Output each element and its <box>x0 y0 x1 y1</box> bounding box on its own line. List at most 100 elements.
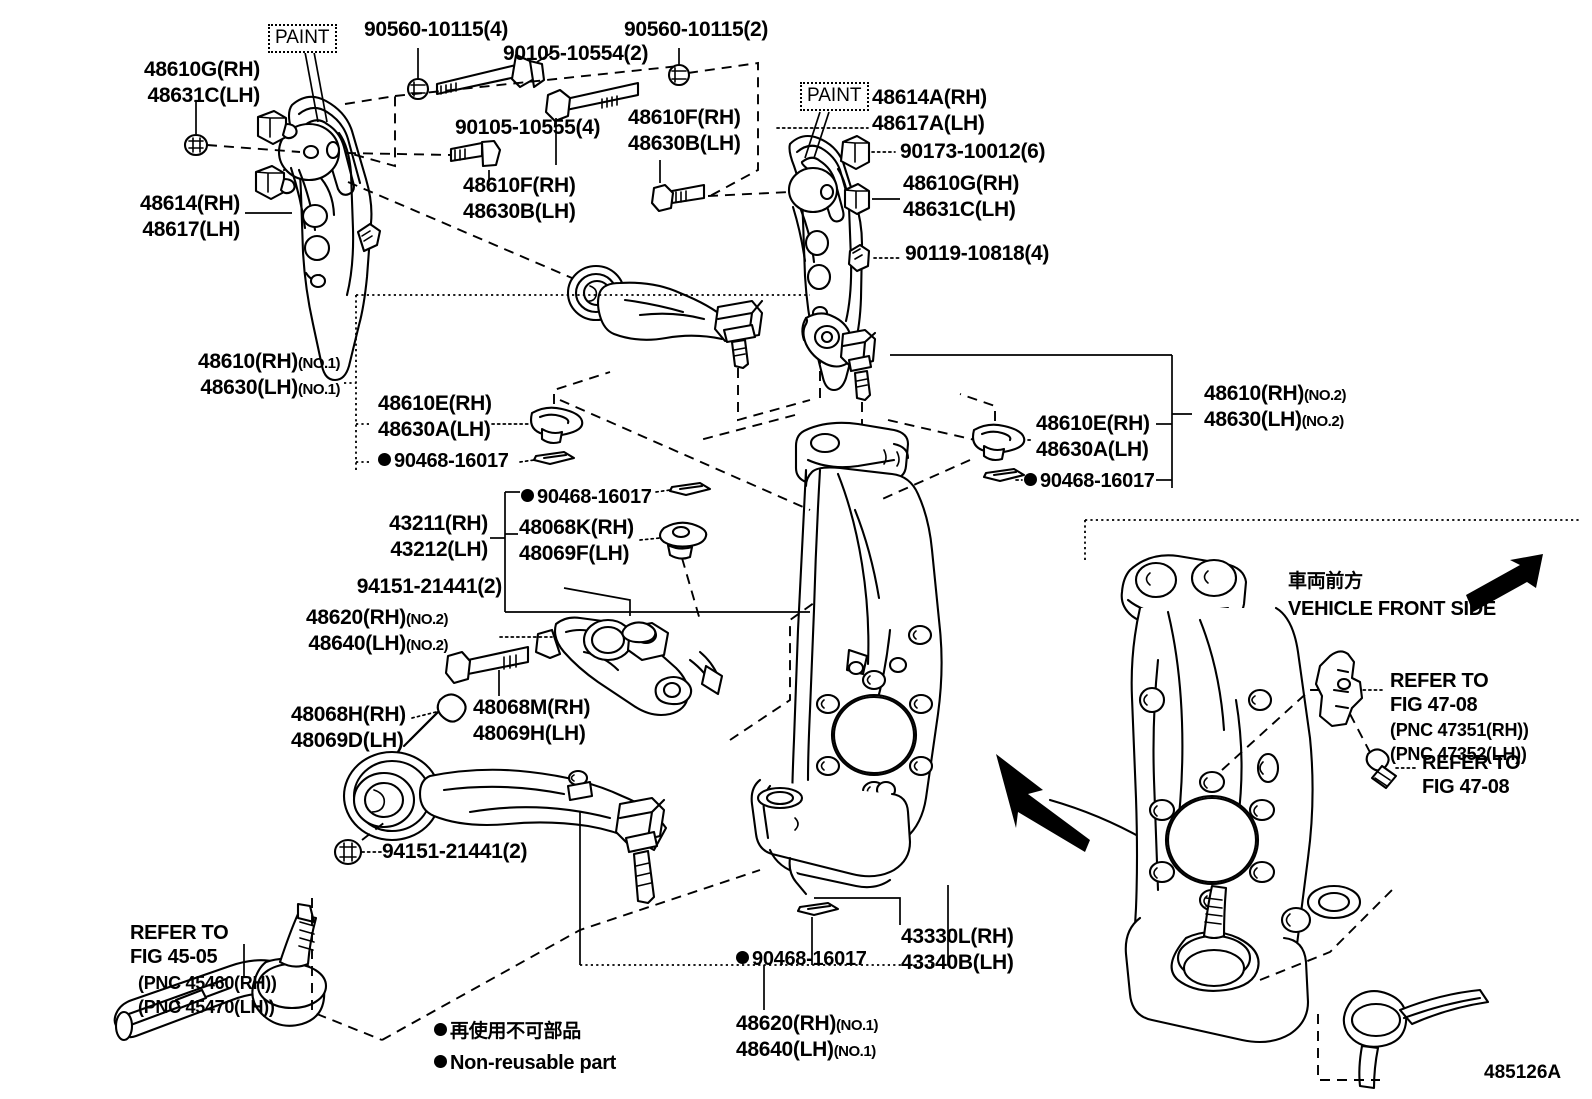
label-90468-right: 90468-16017 <box>1024 470 1155 494</box>
nut-94151-bottom <box>333 821 386 866</box>
refer-4505-line3: (PNC 45460(RH)) <box>138 973 277 993</box>
label-48068K: 48068K(RH) <box>519 516 634 539</box>
brace-lower-no1 <box>579 812 949 1010</box>
refer-4505-line4: (PNC 45470(LH)) <box>138 997 275 1017</box>
label-48640-no2: 48640(LH)(NO.2) <box>308 632 448 655</box>
washer-48610G-left <box>183 100 209 157</box>
inset-refer-b-1: REFER TO <box>1422 752 1521 774</box>
label-90560-10115-4: 90560-10115(4) <box>364 18 509 41</box>
lower-arm-no2 <box>499 587 724 717</box>
steering-knuckle-main <box>750 421 943 896</box>
clip-mid <box>655 481 712 497</box>
label-48610E-right: 48610E(RH) <box>1036 412 1150 435</box>
label-48631C-right: 48631C(LH) <box>903 198 1016 221</box>
dust-boot-right <box>959 393 1033 462</box>
dash-bolt-to-bracket <box>707 191 791 197</box>
label-48614A: 48614A(RH) <box>872 86 987 109</box>
dash-to-bolt-left <box>345 152 452 156</box>
nonreusable-dot <box>521 489 534 503</box>
leader-43330L <box>814 897 901 925</box>
label-48630-no1: 48630(LH)(NO.1) <box>200 376 340 399</box>
dash-bracket-box-left <box>344 94 396 168</box>
inset-front-japanese: 車両前方 <box>1288 570 1363 592</box>
inset-panel <box>1084 519 1580 560</box>
nonreusable-dot <box>736 951 749 965</box>
brace-no1-left <box>344 294 810 470</box>
bolt-90105-10555 <box>544 81 640 165</box>
inset-front-english: VEHICLE FRONT SIDE <box>1288 598 1496 620</box>
inset-bracket-part <box>1314 650 1364 728</box>
label-90173-10012: 90173-10012(6) <box>900 140 1046 163</box>
paint-callout-right: PAINT <box>800 82 869 111</box>
label-94151-top: 94151-21441(2) <box>356 575 503 598</box>
inset-refer-a-3: (PNC 47351(RH)) <box>1390 720 1529 740</box>
upper-arm-no2-stub <box>801 312 877 402</box>
nonreusable-dot <box>434 1023 447 1036</box>
label-43330L: 43330L(RH) <box>901 925 1014 948</box>
paint-leader-left-b <box>313 51 328 123</box>
dash-to-upper-arm <box>347 181 601 291</box>
upper-left-bracket-art <box>254 95 382 382</box>
nonreusable-dot <box>378 453 391 467</box>
dash-inset-tie <box>1317 1014 1380 1081</box>
label-48069H: 48069H(LH) <box>473 722 586 745</box>
label-48631C-left: 48631C(LH) <box>147 84 260 107</box>
paint-leader-right-b <box>813 111 830 159</box>
square-nut-upper <box>256 109 298 146</box>
nut-48610G-right <box>843 182 871 216</box>
label-48640-no1: 48640(LH)(NO.1) <box>736 1038 876 1061</box>
label-48610F-mid: 48610F(RH) <box>628 106 741 129</box>
dust-boot-left <box>491 371 611 445</box>
bolt-48068H <box>402 693 467 748</box>
label-48614: 48614(RH) <box>139 192 240 215</box>
nut-94151-no2 <box>621 621 657 644</box>
bolt-90119-10818 <box>847 243 871 273</box>
vehicle-front-arrow <box>1466 554 1543 612</box>
label-90468-bottom: 90468-16017 <box>736 948 867 972</box>
nut-48068K <box>639 521 708 621</box>
paint-leader-left-a <box>304 51 319 123</box>
label-48068M: 48068M(RH) <box>473 696 591 719</box>
washer-90560-10115-4 <box>406 48 430 101</box>
label-90468-mid: 90468-16017 <box>521 486 652 510</box>
inset-knuckle <box>1120 554 1490 1090</box>
label-48620-no1: 48620(RH)(NO.1) <box>736 1012 879 1035</box>
dash-inset-hub <box>1259 889 1393 981</box>
label-48610G-right: 48610G(RH) <box>903 172 1020 195</box>
label-90105-10555: 90105-10555(4) <box>455 116 601 139</box>
paint-callout-left: PAINT <box>268 24 337 53</box>
inset-refer-a-1: REFER TO <box>1390 670 1489 692</box>
clip-left <box>519 450 576 466</box>
label-90468-left: 90468-16017 <box>378 450 509 474</box>
upper-control-arm-no1 <box>566 264 764 370</box>
label-48610G-left: 48610G(RH) <box>143 58 260 81</box>
paint-leader-right-a <box>804 111 821 159</box>
bolt-90105-10554 <box>435 51 554 96</box>
inset-refer-b-2: FIG 47-08 <box>1422 776 1510 798</box>
refer-4505-line1: REFER TO <box>130 922 229 944</box>
label-48620-no2: 48620(RH)(NO.2) <box>305 606 449 629</box>
dash-knuckle-left <box>699 414 796 441</box>
label-48617: 48617(LH) <box>142 218 240 241</box>
nonreusable-dot <box>434 1055 447 1069</box>
dash-knuckle-right <box>887 419 976 441</box>
washer-90560-10115-2 <box>667 48 691 87</box>
label-90119-10818: 90119-10818(4) <box>905 242 1050 265</box>
dash-long-diag <box>559 399 811 511</box>
label-90560-10115-2: 90560-10115(2) <box>624 18 769 41</box>
bolt-48068M <box>444 645 530 696</box>
inset-refer-a-4: (PNC 47352(LH)) <box>1390 744 1527 764</box>
label-48630A-left: 48630A(LH) <box>378 418 491 441</box>
dash-knuckle-lowarm <box>729 599 819 741</box>
refer-4505-line2: FIG 45-05 <box>130 946 218 968</box>
dash-top-span <box>394 65 680 97</box>
tie-rod-end <box>113 902 328 1042</box>
legend-japanese: 再使用不可部品 <box>434 1020 581 1042</box>
label-48630B-left: 48630B(LH) <box>463 200 576 223</box>
label-48068H: 48068H(RH) <box>291 703 406 726</box>
label-48630A-right: 48630A(LH) <box>1036 438 1149 461</box>
inset-refer-a-2: FIG 47-08 <box>1390 694 1478 716</box>
label-48610-no1: 48610(RH)(NO.1) <box>197 350 341 373</box>
label-48610-no2: 48610(RH)(NO.2) <box>1204 382 1347 405</box>
